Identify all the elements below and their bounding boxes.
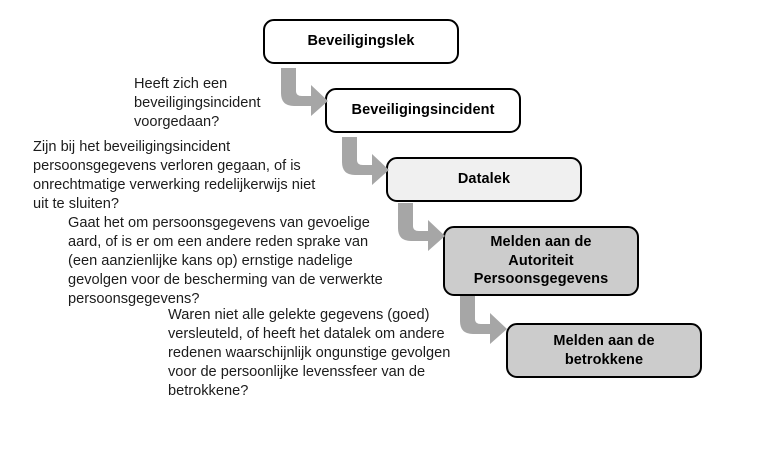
node-beveiligingslek-label: Beveiligingslek <box>307 33 415 50</box>
node-melden-autoriteit-label: Melden aan de Autoriteit Persoonsgegeven… <box>473 234 609 288</box>
elbow-arrow-down-right-icon <box>394 203 446 255</box>
elbow-arrow-down-right-icon <box>277 68 329 120</box>
question-gevoelige-aard: Gaat het om persoonsgegevens van gevoeli… <box>68 215 383 307</box>
node-melden-aan-de-betrokkene: Melden aan de betrokkene <box>506 323 702 378</box>
node-datalek-label: Datalek <box>457 171 511 188</box>
node-beveiligingsincident-label: Beveiligingsincident <box>351 102 495 119</box>
node-melden-aan-de-autoriteit-persoonsgegevens: Melden aan de Autoriteit Persoonsgegeven… <box>443 226 639 296</box>
elbow-arrow-down-right-icon <box>456 296 508 348</box>
node-beveiligingsincident: Beveiligingsincident <box>325 88 521 133</box>
question-persoonsgegevens-verloren: Zijn bij het beveiligingsincident persoo… <box>33 139 316 212</box>
elbow-arrow-down-right-icon <box>338 137 390 189</box>
node-beveiligingslek: Beveiligingslek <box>263 19 459 64</box>
question-beveiligingsincident: Heeft zich een beveiligingsincident voor… <box>134 76 261 130</box>
node-datalek: Datalek <box>386 157 582 202</box>
node-melden-betrokkene-label: Melden aan de betrokkene <box>553 332 655 368</box>
question-versleuteld: Waren niet alle gelekte gegevens (goed) … <box>168 307 451 399</box>
